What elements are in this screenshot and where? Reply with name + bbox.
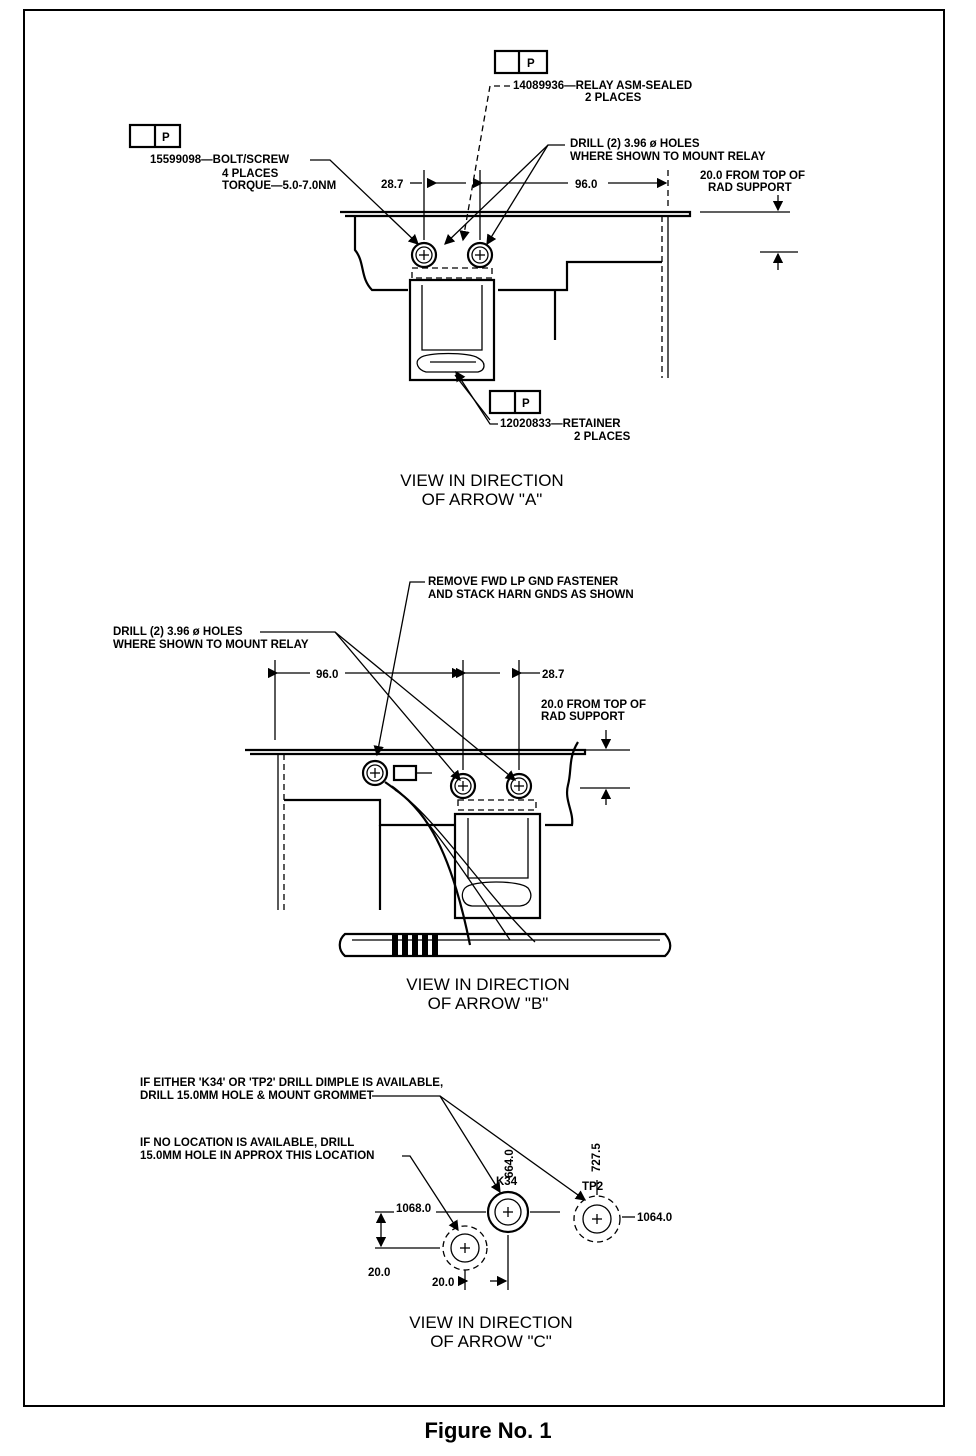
drill-a-leader-1 bbox=[444, 144, 565, 245]
hole-alternate bbox=[442, 1225, 488, 1271]
dim-b-28-7: 28.7 bbox=[455, 660, 564, 770]
bolt-callout-line1: 15599098—BOLT/SCREW bbox=[150, 154, 289, 166]
svg-text:664.0: 664.0 bbox=[504, 1149, 516, 1178]
retainer-leader bbox=[455, 370, 498, 425]
dimple-leader-k34 bbox=[372, 1095, 501, 1194]
drill-a-line2: WHERE SHOWN TO MOUNT RELAY bbox=[570, 151, 766, 163]
svg-text:28.7: 28.7 bbox=[381, 179, 403, 191]
svg-text:96.0: 96.0 bbox=[316, 669, 338, 681]
svg-text:P: P bbox=[522, 398, 530, 410]
bolt-a-right bbox=[466, 241, 494, 269]
relay-callout-line2: 2 PLACES bbox=[585, 92, 642, 104]
bolt-a-left bbox=[410, 241, 438, 269]
dimple-note-line1: IF EITHER 'K34' OR 'TP2' DRILL DIMPLE IS… bbox=[140, 1077, 443, 1089]
svg-text:TP2: TP2 bbox=[582, 1181, 603, 1193]
hole-k34: K34 664.0 bbox=[486, 1149, 530, 1234]
remove-callout-line2: AND STACK HARN GNDS AS SHOWN bbox=[428, 589, 634, 601]
view-a-title-line1: VIEW IN DIRECTION bbox=[400, 471, 563, 490]
rad-support-b bbox=[245, 741, 587, 910]
dim-b-96-0: 96.0 bbox=[267, 660, 464, 770]
part-box-bolt: P bbox=[128, 123, 182, 149]
dimple-leader-tp2 bbox=[439, 1095, 587, 1201]
drill-a-line1: DRILL (2) 3.96 ø HOLES bbox=[570, 138, 700, 150]
dim-a-96-0: 96.0 bbox=[472, 170, 669, 210]
rad-note-a: 20.0 FROM TOP OF RAD SUPPORT bbox=[700, 170, 805, 270]
remove-callout-line1: REMOVE FWD LP GND FASTENER bbox=[428, 576, 619, 588]
bolt-b-right bbox=[505, 772, 533, 800]
bolt-callout-line3: TORQUE—5.0-7.0NM bbox=[222, 180, 336, 192]
relay-body-a bbox=[408, 267, 496, 421]
figure-caption: Figure No. 1 bbox=[424, 1418, 552, 1443]
svg-text:1064.0: 1064.0 bbox=[637, 1212, 672, 1224]
part-box-relay: P bbox=[493, 49, 549, 75]
svg-text:20.0: 20.0 bbox=[368, 1267, 390, 1279]
bolt-b-middle bbox=[449, 772, 477, 800]
drill-b-leader-2 bbox=[334, 631, 517, 781]
no-location-line1: IF NO LOCATION IS AVAILABLE, DRILL bbox=[140, 1137, 354, 1149]
svg-text:K34: K34 bbox=[496, 1176, 518, 1188]
no-location-leader bbox=[402, 1155, 459, 1232]
dims-c: 1068.0 20.0 20.0 bbox=[368, 1203, 560, 1290]
remove-leader bbox=[373, 581, 425, 757]
drill-b-line1: DRILL (2) 3.96 ø HOLES bbox=[113, 626, 243, 638]
view-b-title-line2: OF ARROW "B" bbox=[428, 994, 549, 1013]
retainer-callout-line1: 12020833—RETAINER bbox=[500, 418, 621, 430]
view-c: IF EITHER 'K34' OR 'TP2' DRILL DIMPLE IS… bbox=[140, 1077, 672, 1351]
view-b-title-line1: VIEW IN DIRECTION bbox=[406, 975, 569, 994]
svg-text:20.0 FROM TOP OF: 20.0 FROM TOP OF bbox=[541, 699, 646, 711]
view-b: REMOVE FWD LP GND FASTENER AND STACK HAR… bbox=[113, 576, 672, 1013]
dimple-note-line2: DRILL 15.0MM HOLE & MOUNT GROMMET bbox=[140, 1090, 374, 1102]
svg-text:727.5: 727.5 bbox=[591, 1143, 603, 1172]
svg-text:P: P bbox=[527, 58, 535, 70]
no-location-line2: 15.0MM HOLE IN APPROX THIS LOCATION bbox=[140, 1150, 375, 1162]
bolt-leader bbox=[310, 159, 419, 245]
svg-text:28.7: 28.7 bbox=[542, 669, 564, 681]
svg-text:20.0: 20.0 bbox=[432, 1277, 454, 1289]
svg-text:1068.0: 1068.0 bbox=[396, 1203, 431, 1215]
part-box-retainer: P bbox=[488, 389, 542, 415]
view-c-title-line2: OF ARROW "C" bbox=[430, 1332, 552, 1351]
relay-body-b bbox=[453, 799, 542, 920]
view-c-title-line1: VIEW IN DIRECTION bbox=[409, 1313, 572, 1332]
svg-text:20.0 FROM TOP OF: 20.0 FROM TOP OF bbox=[700, 170, 805, 182]
drill-b-line2: WHERE SHOWN TO MOUNT RELAY bbox=[113, 639, 309, 651]
svg-text:P: P bbox=[162, 132, 170, 144]
svg-text:RAD SUPPORT: RAD SUPPORT bbox=[708, 182, 792, 194]
relay-callout-line1: 14089936—RELAY ASM-SEALED bbox=[513, 80, 692, 92]
view-a-title-line2: OF ARROW "A" bbox=[422, 490, 543, 509]
bolt-b-left bbox=[361, 759, 389, 787]
svg-text:RAD SUPPORT: RAD SUPPORT bbox=[541, 711, 625, 723]
rad-support-a bbox=[340, 210, 692, 378]
hole-tp2: TP2 727.5 1064.0 bbox=[573, 1143, 672, 1243]
drill-b-leader-1 bbox=[260, 631, 461, 781]
retainer-callout-line2: 2 PLACES bbox=[574, 431, 631, 443]
view-a: P P P 14089936—RELAY ASM-SEALED 2 PLACES… bbox=[128, 49, 805, 509]
drawing-frame bbox=[23, 9, 945, 1407]
bolt-callout-line2: 4 PLACES bbox=[222, 168, 279, 180]
relay-leader bbox=[459, 85, 510, 242]
drill-a-leader-2 bbox=[486, 144, 549, 246]
svg-text:96.0: 96.0 bbox=[575, 179, 597, 191]
wire-harness bbox=[338, 932, 672, 958]
rad-note-b: 20.0 FROM TOP OF RAD SUPPORT bbox=[541, 699, 646, 805]
